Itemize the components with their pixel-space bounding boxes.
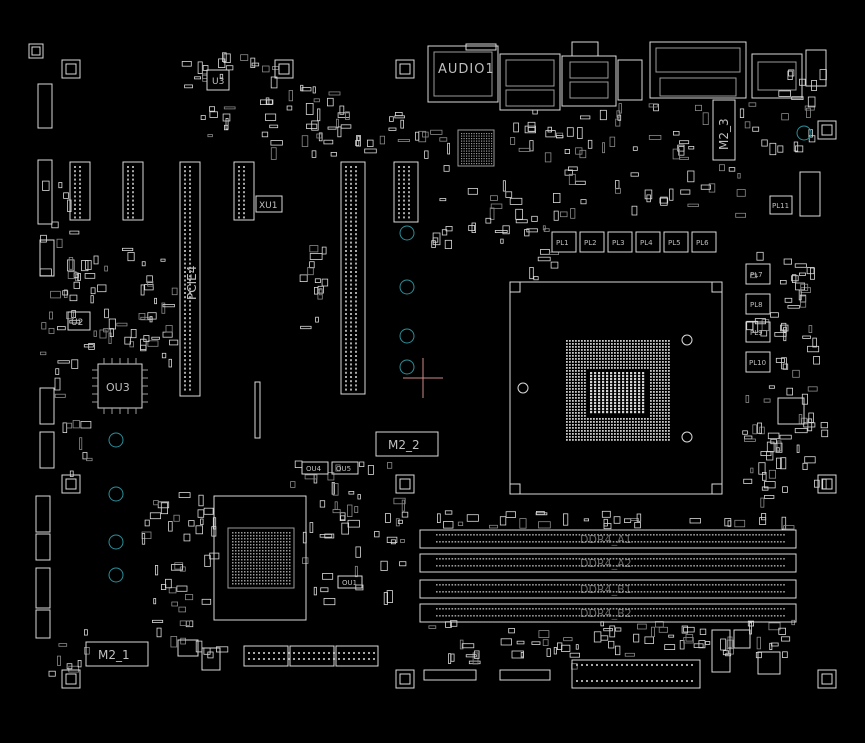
pl6-label: PL6	[696, 239, 709, 247]
m2-2-connector	[375, 431, 439, 457]
pin-rows	[74, 166, 693, 682]
m2-3-label: M2_3	[717, 118, 731, 150]
m2-2-label: M2_2	[388, 438, 420, 452]
ou4-label: OU4	[306, 465, 322, 473]
ddr4-b2-label: DDR4_B2	[580, 607, 632, 620]
cpu-land-grid	[566, 340, 670, 441]
chips	[67, 69, 805, 667]
pl11-label: PL11	[772, 202, 789, 210]
pl3-label: PL3	[612, 239, 625, 247]
pcie4-slot	[179, 161, 201, 397]
mounting-pads	[28, 43, 837, 689]
m2-1-label: M2_1	[98, 648, 130, 662]
m2-1-connector	[85, 641, 149, 667]
dimm-a1	[419, 529, 797, 549]
rear-io-area	[427, 41, 827, 161]
xu1-label: XU1	[259, 201, 277, 211]
audio-label: AUDIO1	[438, 62, 495, 77]
pl7-label: PL7	[750, 271, 763, 279]
ou5-label: OU5	[336, 465, 351, 473]
ddr4-a1-label: DDR4_A1	[580, 533, 632, 546]
pl2-label: PL2	[584, 239, 597, 247]
dimm-a2	[419, 553, 797, 573]
ddr4-a2-label: DDR4_A2	[580, 557, 632, 570]
pl10-label: PL10	[749, 359, 766, 367]
audio-connector	[427, 45, 499, 103]
pl1-label: PL1	[556, 239, 569, 247]
lan-usb-connector	[499, 53, 561, 111]
vrm-inductors	[551, 195, 793, 373]
pcie-slots	[69, 161, 419, 439]
chipset	[213, 495, 307, 621]
pl9-label: PL9	[750, 329, 763, 337]
ic-ball-grid	[461, 133, 493, 165]
pcie4-label: PCIE4	[185, 266, 199, 300]
pcie-x16-slot	[340, 161, 366, 395]
dimm-b2	[419, 603, 797, 623]
dimm-b1	[419, 579, 797, 599]
mounting-vias	[108, 125, 812, 583]
bottom-headers	[35, 83, 821, 689]
u2-label: U2	[71, 318, 83, 328]
crosshair-cursor[interactable]	[403, 358, 443, 398]
pl4-label: PL4	[640, 239, 653, 247]
dimm-slots	[419, 529, 797, 623]
small-components	[39, 52, 829, 677]
cpu-socket	[509, 281, 723, 495]
ou3-label: OU3	[106, 381, 130, 394]
pl8-label: PL8	[750, 301, 763, 309]
dimm-pins	[436, 534, 785, 617]
chipset-ball-grid	[232, 532, 291, 585]
u3-label: U3	[212, 77, 224, 87]
ou1-label: OU1	[342, 579, 357, 587]
pl5-label: PL5	[668, 239, 681, 247]
chip-pins	[92, 358, 148, 414]
ddr4-b1-label: DDR4_B1	[580, 583, 632, 596]
display-connector	[649, 41, 747, 99]
